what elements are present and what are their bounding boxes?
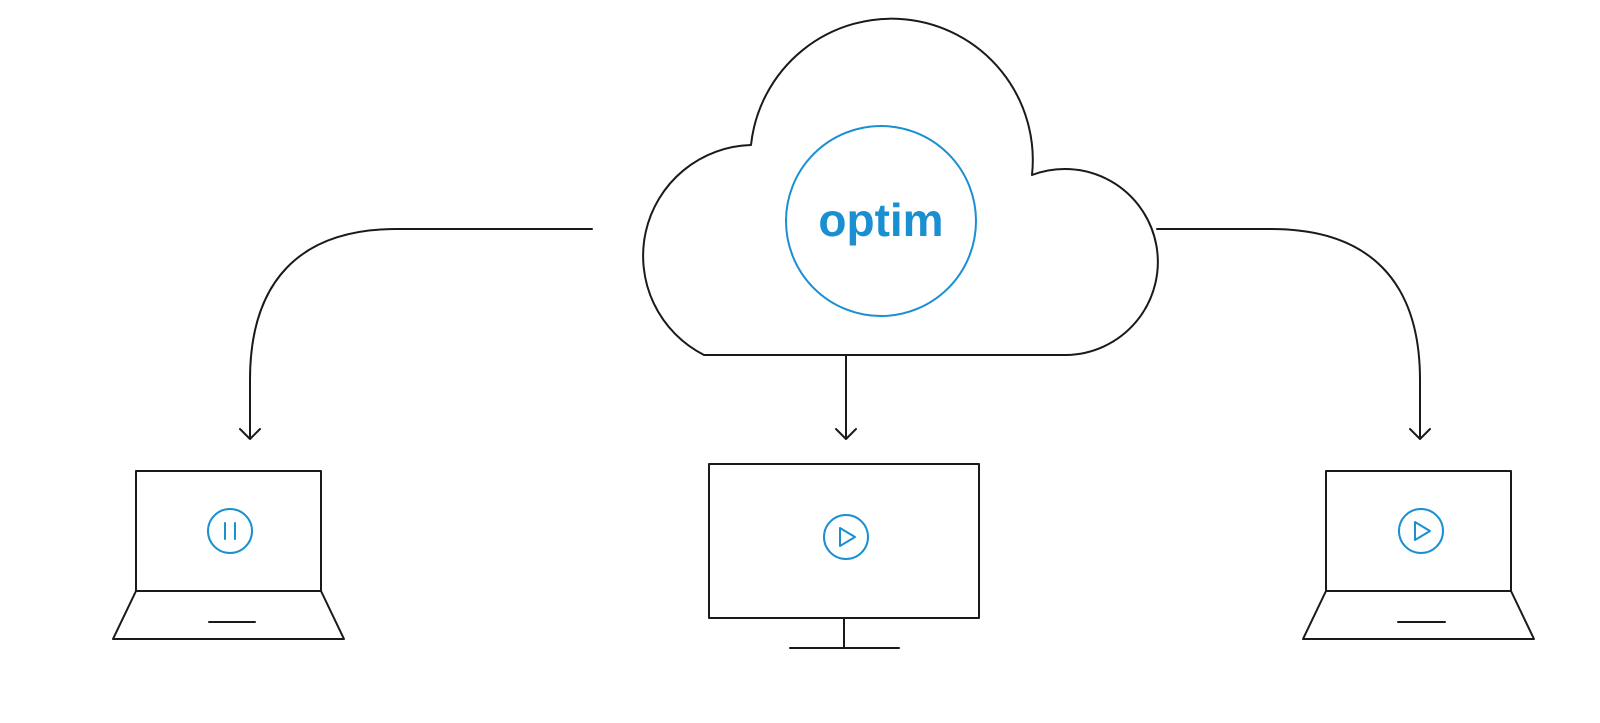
logo-text: optim xyxy=(818,194,943,246)
connector-left xyxy=(249,228,593,438)
arrowhead-center xyxy=(835,428,857,440)
device-laptop-right xyxy=(1302,470,1535,640)
monitor-screen xyxy=(708,463,980,619)
laptop-screen xyxy=(1325,470,1512,592)
logo-ring xyxy=(785,125,977,317)
arrowhead-right xyxy=(1409,428,1431,440)
laptop-base xyxy=(1302,590,1535,640)
connector-right xyxy=(1156,228,1421,438)
cloud: optim xyxy=(642,17,1159,356)
play-icon[interactable] xyxy=(1398,508,1444,554)
laptop-base xyxy=(112,590,345,640)
play-icon[interactable] xyxy=(823,514,869,560)
cloud-outline-icon xyxy=(642,17,1159,356)
device-monitor-center xyxy=(708,463,980,649)
connectors xyxy=(239,228,1431,440)
device-laptop-left xyxy=(112,470,345,640)
arrowhead-left xyxy=(239,428,261,440)
laptop-screen xyxy=(135,470,322,592)
pause-icon[interactable] xyxy=(207,508,253,554)
